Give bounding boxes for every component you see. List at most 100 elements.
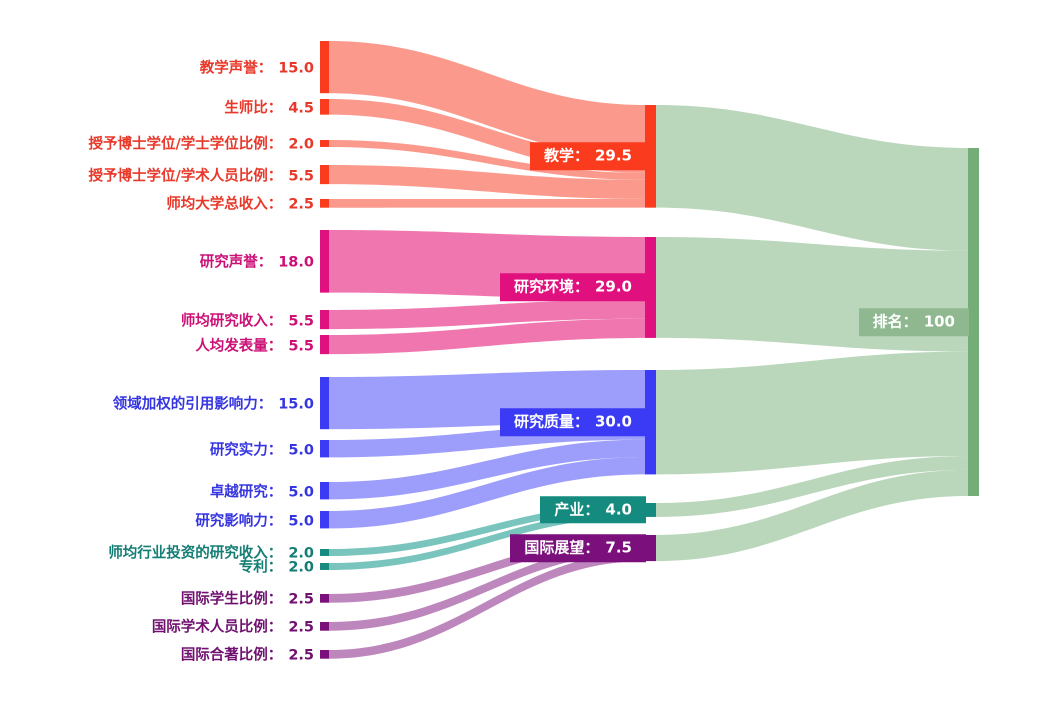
node-label-intl: 国际展望： 7.5 [510,534,646,562]
sankey-link [656,455,968,517]
source-label-phd_staff: 授予博士学位/学术人员比例：5.5 [89,164,314,185]
sankey-node-res_exc[interactable] [320,482,329,500]
sankey-node-int_coauth[interactable] [320,650,329,659]
node-label-industry: 产业： 4.0 [540,496,646,524]
sankey-link [329,299,645,330]
node-label-text: 国际展望： [524,538,600,557]
source-label-text: 专利： [238,559,283,576]
sankey-node-intl[interactable] [645,535,656,562]
source-label-text: 国际合著比例： [180,647,283,664]
source-label-value: 15.0 [278,396,314,413]
source-label-text: 研究声誉： [199,254,273,271]
source-label-value: 18.0 [278,254,314,271]
sankey-node-pubs[interactable] [320,335,329,355]
node-label-res_env: 研究环境： 29.0 [499,273,646,302]
sankey-link [329,535,645,603]
sankey-link [329,41,645,158]
node-label-value: 7.5 [605,538,632,557]
node-label-value: 100 [923,312,955,331]
sankey-node-res_str[interactable] [320,440,329,458]
sankey-node-res_env[interactable] [645,237,656,338]
node-label-value: 29.0 [594,277,632,296]
source-label-int_staff: 国际学术人员比例： 2.5 [152,616,314,637]
source-label-value: 5.5 [288,313,314,330]
source-label-value: 5.0 [288,513,314,530]
node-label-text: 排名： [872,312,918,331]
sankey-node-phd_bach[interactable] [320,140,329,147]
node-label-text: 研究质量： [513,412,589,431]
sankey-node-ind_inc[interactable] [320,549,329,556]
node-label-teaching: 教学： 29.5 [529,142,646,171]
sankey-link [329,198,645,208]
source-label-text: 生师比： [224,100,283,117]
source-label-value: 15.0 [278,60,314,77]
source-label-value: 5.0 [288,442,314,459]
source-label-inst_inc: 师均大学总收入： 2.5 [166,193,314,214]
nodes-group [320,41,979,659]
sankey-link [329,543,645,631]
source-label-text: 师均研究收入： [180,313,283,330]
node-label-text: 产业： [554,500,600,519]
sankey-node-res_rep[interactable] [320,230,329,293]
source-label-fwci: 领域加权的引用影响力： 15.0 [113,393,314,414]
sankey-node-phd_staff[interactable] [320,165,329,185]
source-label-int_coauth: 国际合著比例： 2.5 [181,644,314,665]
sankey-node-industry[interactable] [645,503,656,517]
node-label-text: 教学： [543,146,589,165]
source-label-value: 2.5 [288,196,314,213]
source-label-value: 2.0 [288,545,314,562]
source-label-text: 师均大学总收入： [166,196,283,213]
sankey-node-int_staff[interactable] [320,622,329,631]
source-label-patents: 专利： 2.0 [239,556,314,577]
source-label-text: 教学声誉： [199,60,273,77]
source-label-value: 4.5 [288,100,314,117]
sankey-node-teaching[interactable] [645,105,656,208]
sankey-node-patents[interactable] [320,563,329,570]
node-label-value: 30.0 [594,412,632,431]
source-label-text: 研究影响力： [195,513,283,530]
node-label-res_qual: 研究质量： 30.0 [499,408,646,436]
source-label-res_exc: 卓越研究：5.0 [210,480,314,501]
sankey-node-int_stu[interactable] [320,594,329,603]
source-label-text: 师均行业投资的研究收入： [108,545,283,562]
sankey-link [329,165,645,199]
source-label-text: 人均发表量： [195,338,283,355]
sankey-link [656,351,968,475]
node-label-text: 研究环境： [513,277,589,296]
source-label-value: 2.0 [288,136,314,153]
source-label-text: 领域加权的引用影响力： [112,396,273,413]
source-label-value: 5.0 [288,484,314,501]
source-label-value: 2.0 [288,559,314,576]
source-label-res_rep: 研究声誉： 18.0 [200,251,314,272]
sankey-node-fwci[interactable] [320,377,329,430]
sankey-link [329,552,645,659]
source-label-res_str: 研究实力： 5.0 [210,438,314,459]
source-label-res_inc: 师均研究收入： 5.5 [181,309,314,330]
node-label-value: 29.5 [594,146,632,165]
sankey-link [656,469,968,562]
sankey-link [329,503,645,556]
source-label-teach_rep: 教学声誉： 15.0 [200,57,314,78]
source-label-text: 授予博士学位/学士学位比例： [88,136,283,153]
source-label-res_infl: 研究影响力： 5.0 [195,509,314,530]
source-label-text: 研究实力： [209,442,283,459]
sankey-link [656,105,968,251]
source-label-text: 国际学术人员比例： [151,619,283,636]
sankey-node-res_infl[interactable] [320,511,329,529]
sankey-node-stu_staff[interactable] [320,99,329,115]
sankey-node-res_inc[interactable] [320,310,329,330]
node-label-value: 4.0 [605,500,632,519]
sankey-node-teach_rep[interactable] [320,41,329,94]
sankey-node-res_qual[interactable] [645,370,656,475]
source-label-value: 5.5 [288,338,314,355]
source-label-ind_inc: 师均行业投资的研究收入： 2.0 [108,542,314,563]
node-label-rank: 排名： 100 [858,308,969,336]
sankey-node-inst_inc[interactable] [320,199,329,208]
source-label-int_stu: 国际学生比例：2.5 [181,588,314,609]
source-label-value: 2.5 [288,647,314,664]
source-label-value: 2.5 [288,619,314,636]
sankey-node-rank[interactable] [968,148,979,496]
source-label-text: 国际学生比例： [180,591,283,608]
